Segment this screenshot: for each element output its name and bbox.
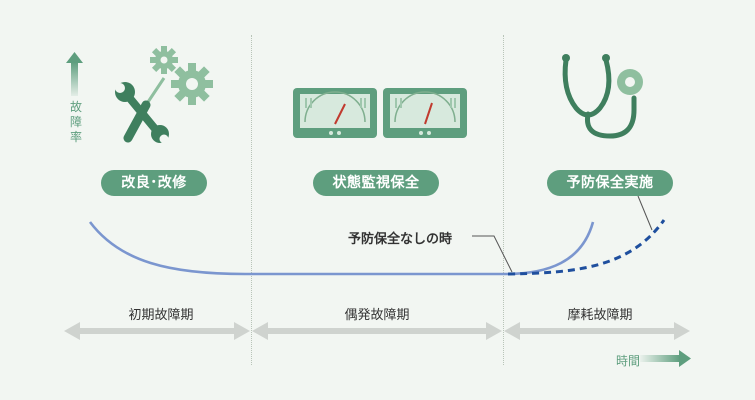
- time-axis-arrow: [640, 350, 691, 367]
- tools-gears-icon: [115, 46, 213, 144]
- annotation-leader: [472, 235, 513, 273]
- phase-divider-2: [503, 35, 504, 365]
- intervention-improvement-badge: 改良･改修: [101, 170, 207, 196]
- stethoscope-icon: [562, 54, 643, 139]
- no-maintenance-annotation: 予防保全なしの時: [348, 232, 453, 247]
- phase-label-wearout: 摩耗故障期: [567, 308, 633, 323]
- phase-arrow-random: [252, 322, 502, 340]
- intervention-condition-monitoring-badge: 状態監視保全: [313, 170, 439, 196]
- y-axis-arrow: [66, 52, 83, 96]
- no-maintenance-curve: [507, 219, 666, 276]
- failure-rate-curve: [88, 221, 595, 276]
- x-axis-label: 時間: [616, 354, 641, 368]
- y-axis-label: 故障率: [69, 100, 82, 144]
- phase-label-initial: 初期故障期: [128, 308, 194, 323]
- phase-divider-1: [251, 35, 252, 365]
- intervention-preventive-badge: 予防保全実施: [547, 170, 673, 196]
- monitor-gauges-icon: [293, 88, 467, 138]
- phase-label-random: 偶発故障期: [344, 308, 410, 323]
- phase-arrow-wearout: [504, 322, 690, 340]
- phase-arrow-initial: [64, 322, 250, 340]
- intervention-leader: [637, 195, 653, 231]
